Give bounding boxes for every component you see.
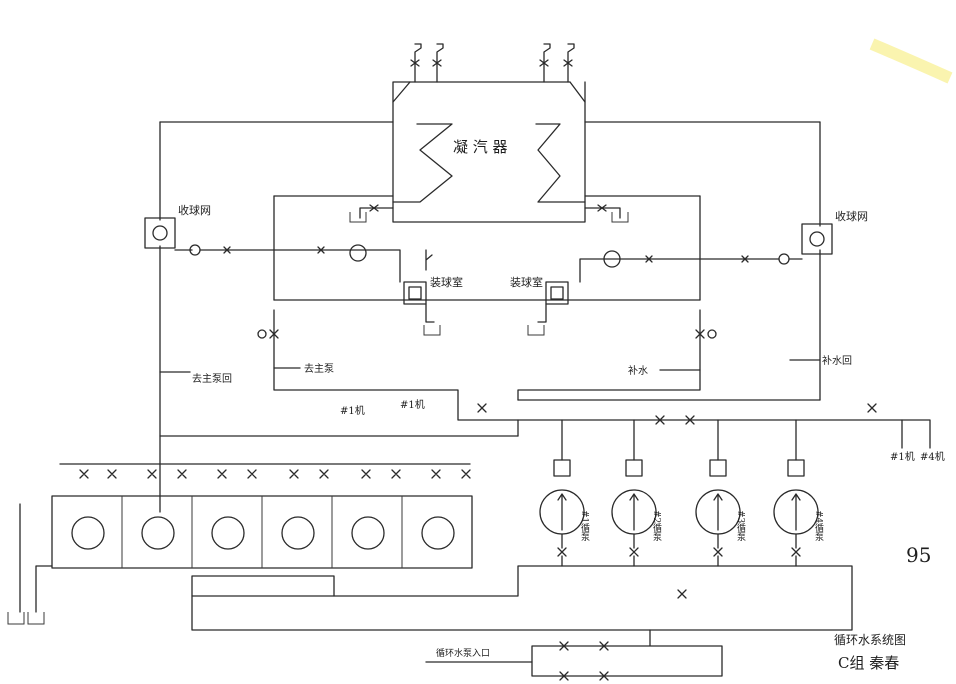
ball-collector-left-label: 收球网 (178, 203, 211, 217)
valve-ball-right-2[interactable] (741, 255, 749, 263)
header-valves-mid[interactable] (655, 415, 695, 425)
condenser: 凝 汽 器 (349, 43, 629, 223)
vent-valve-4[interactable] (563, 43, 575, 83)
pump-4-label: #4循泵 (813, 510, 824, 541)
right-branch-unit2-label: #4机 (920, 450, 945, 463)
drain-cup-left (349, 212, 367, 223)
valve-ball-left-2[interactable] (317, 246, 325, 254)
pump-4[interactable]: #4循泵 (773, 459, 824, 557)
pump-3-label: #3循泵 (735, 510, 746, 541)
bottom-bypass-loop (531, 629, 723, 677)
ball-collector-left[interactable]: 收球网 (144, 203, 211, 249)
ball-chamber-left-vent (425, 249, 433, 271)
ball-collector-right-label: 收球网 (835, 209, 868, 223)
bottom-left-label: 循环水泵入口 (436, 647, 490, 659)
drain-valve-right[interactable] (597, 204, 607, 212)
ball-collector-right[interactable]: 收球网 (801, 209, 868, 255)
vent-valve-3[interactable] (539, 43, 551, 83)
left-branch-pump-label: 去主泵 (304, 363, 334, 375)
pump-1[interactable]: #1循泵 (539, 459, 590, 557)
header-unit-left-label: #1机 (340, 404, 365, 417)
vent-valve-1[interactable] (410, 43, 422, 83)
ball-flow-indicator-right (603, 250, 621, 268)
bypass-valve-left-actuator (257, 329, 267, 339)
pump-suction-lines (561, 555, 797, 567)
pump-1-label: #1循泵 (579, 510, 590, 541)
valve-ball-left-1[interactable] (223, 246, 231, 254)
ball-chamber-left[interactable] (403, 281, 427, 305)
bypass-valve-right-actuator (707, 329, 717, 339)
header-valve-center[interactable] (477, 403, 487, 413)
ball-chamber-left-cup (423, 325, 441, 336)
right-branch-label: 补水回 (822, 354, 852, 367)
basin-screen (191, 575, 335, 597)
pump-2-label: #2循泵 (651, 510, 662, 541)
right-branch-unit1-label: #1机 (890, 450, 915, 463)
highlighter-mark (869, 38, 953, 84)
ball-chamber-right-drain (537, 303, 547, 323)
caption-line2: C组 秦春 (838, 654, 899, 672)
ball-return-left (199, 249, 401, 283)
vent-valve-2[interactable] (432, 43, 444, 83)
header-valve-right[interactable] (867, 403, 877, 413)
bypass-valve-right[interactable] (695, 329, 705, 339)
ball-flow-indicator-left (349, 244, 367, 262)
ball-chamber-right-label: 装球室 (510, 275, 543, 289)
drain-cup-right (611, 212, 629, 223)
basin-outline (191, 565, 853, 631)
ball-chamber-left-label: 装球室 (430, 275, 463, 289)
pump-2[interactable]: #2循泵 (611, 459, 662, 557)
ball-chamber-left-drain (425, 303, 435, 323)
left-branch-main-label: 去主泵回 (192, 373, 232, 385)
left-drain-cups (7, 612, 45, 625)
bypass-valve-left[interactable] (269, 329, 279, 339)
drain-valve-left[interactable] (369, 204, 379, 212)
drain-line-right (584, 207, 621, 219)
bottom-bypass-valves[interactable] (559, 641, 609, 681)
pump-discharge-lines (561, 419, 797, 461)
left-drain-lines (19, 503, 53, 613)
caption-line1: 循环水系统图 (834, 633, 906, 647)
main-pipes (159, 121, 931, 513)
ball-chamber-right-cup (527, 325, 545, 336)
cooling-fans[interactable] (71, 516, 455, 550)
header-unit-mid-label: #1机 (400, 398, 425, 411)
pump-3[interactable]: #3循泵 (695, 459, 746, 557)
valve-ball-right-1[interactable] (645, 255, 653, 263)
condenser-label: 凝 汽 器 (453, 138, 508, 156)
drain-line-left (359, 207, 394, 219)
valve-row[interactable] (79, 469, 471, 479)
right-branch-pump-label: 补水 (628, 364, 648, 377)
basin-valve[interactable] (677, 589, 687, 599)
ball-chamber-right[interactable] (545, 281, 569, 305)
ball-return-right (579, 258, 803, 283)
page-number: 95 (906, 543, 931, 567)
ball-pump-right[interactable] (778, 253, 790, 265)
